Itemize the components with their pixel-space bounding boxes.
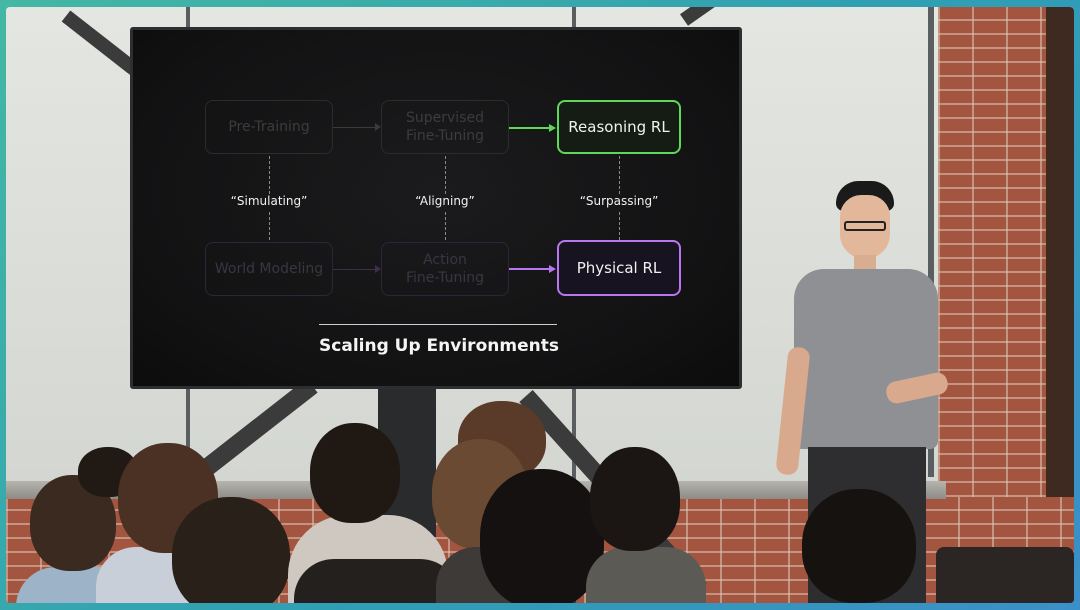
connector-dash [619,212,620,240]
audience-head [480,469,604,603]
node-action-fine-tuning: Action Fine-Tuning [381,242,509,296]
node-supervised-fine-tuning: Supervised Fine-Tuning [381,100,509,154]
arrow-line-dim [333,127,377,128]
presenter-glasses [844,221,886,231]
arrow-line-dim-purple [333,269,377,270]
audience-body [294,559,460,603]
audience-chair [936,547,1074,603]
label-surpassing: “Surpassing” [579,194,659,208]
arrow-line-purple [509,268,551,270]
connector-dash [619,156,620,194]
arrow-head-dim [375,123,381,131]
slide-title: Scaling Up Environments [319,336,559,356]
window-mullion [928,7,934,477]
node-pre-training: Pre-Training [205,100,333,154]
audience-head [802,489,916,603]
title-rule [319,324,557,325]
audience-body [586,547,706,603]
presenter-face [840,195,890,259]
arrow-head-dim-purple [375,265,381,273]
presentation-screen: Pre-Training Supervised Fine-Tuning Reas… [130,27,742,389]
connector-dash [445,212,446,240]
label-aligning: “Aligning” [415,194,475,208]
node-world-modeling: World Modeling [205,242,333,296]
presenter-shirt [794,269,938,449]
connector-dash [445,156,446,194]
photo-frame: Pre-Training Supervised Fine-Tuning Reas… [6,7,1074,603]
node-physical-rl: Physical RL [557,240,681,296]
audience-head [590,447,680,551]
node-reasoning-rl: Reasoning RL [557,100,681,154]
label-simulating: “Simulating” [230,194,308,208]
audience-head [310,423,400,523]
connector-dash [269,212,270,240]
arrow-line-green [509,127,551,129]
connector-dash [269,156,270,194]
audience-head [172,497,290,603]
arrow-head-purple [549,265,556,273]
arrow-head-green [549,124,556,132]
